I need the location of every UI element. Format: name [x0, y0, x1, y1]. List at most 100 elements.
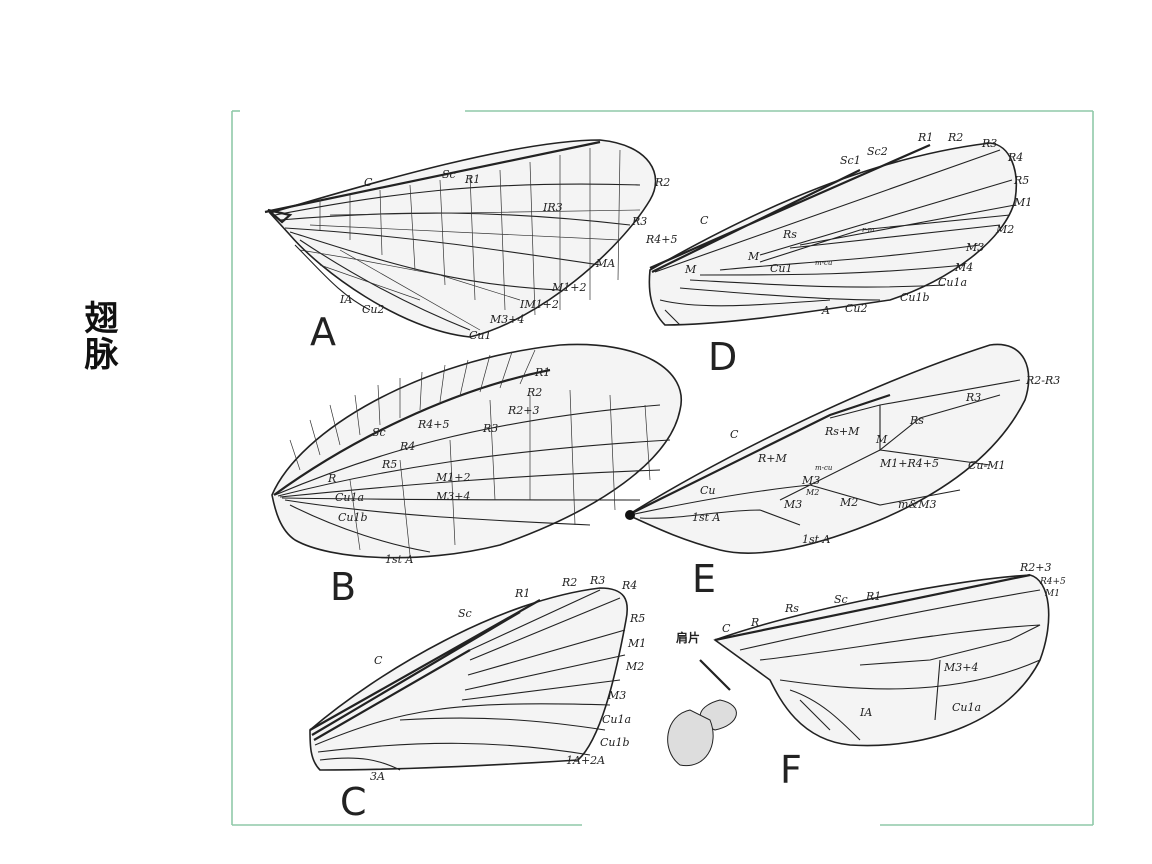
vein-label: Sc — [372, 426, 386, 439]
wing-b — [271, 343, 683, 559]
vein-label: R3 — [482, 422, 498, 435]
vein-label: Rs — [909, 414, 924, 427]
vein-label: R4 — [399, 440, 415, 453]
panel-letter-f: F — [780, 748, 802, 792]
vein-label: R+M — [757, 452, 787, 465]
vein-label: Cu1b — [600, 736, 630, 749]
vein-label: R1 — [865, 590, 881, 603]
vein-label: R1 — [464, 173, 480, 186]
vein-label: Cu — [700, 484, 716, 497]
wing-a-labels: C Sc R1 R2 IR3 R3 R4+5 MA M1+2 IM1+2 M3+… — [339, 168, 678, 342]
vein-label: R2 — [526, 386, 542, 399]
vein-label: C — [722, 622, 731, 635]
wing-a — [264, 139, 657, 338]
figure-frame — [231, 110, 1094, 826]
wing-c-labels: Sc R1 R2 R3 R4 R5 M1 M2 M3 Cu1a Cu1b 1A+… — [370, 574, 646, 783]
vein-label: Rs+M — [824, 425, 860, 438]
vein-label: m-cu — [815, 259, 833, 267]
vein-label: M3+4 — [489, 313, 524, 326]
vein-label: C — [700, 214, 709, 227]
vein-label: R5 — [381, 458, 397, 471]
wing-e-labels: C R+M Rs+M M Rs R3 R2-R3 M1+R4+5 Cu-M1 m… — [692, 374, 1060, 546]
vein-label: M2 — [995, 223, 1014, 236]
vein-label: IA — [859, 706, 872, 719]
vein-label: M3 — [607, 689, 626, 702]
vein-label: R3 — [981, 137, 997, 150]
vein-label: M2 — [839, 496, 858, 509]
vein-label: R1 — [917, 131, 933, 144]
vein-label: M4 — [954, 261, 973, 274]
vein-label: MA — [595, 257, 615, 270]
wing-e — [625, 343, 1030, 554]
vein-label: A — [821, 304, 830, 317]
vein-label: R3 — [631, 215, 647, 228]
vein-label: R4 — [621, 579, 637, 592]
vein-label: R1 — [534, 366, 550, 379]
vein-label: Sc — [834, 593, 848, 606]
vein-label: Cu2 — [845, 302, 868, 315]
vein-label: R4+5 — [417, 418, 450, 431]
vein-label: M — [875, 433, 888, 446]
vein-label: M1+R4+5 — [879, 457, 939, 470]
vein-label: M3+4 — [943, 661, 978, 674]
vein-label: M1+2 — [551, 281, 586, 294]
vein-label: Cu2 — [362, 303, 385, 316]
vein-label: R5 — [629, 612, 645, 625]
vein-label: M1 — [1044, 589, 1060, 599]
vein-label: 1st A — [692, 511, 721, 524]
vein-label: R1 — [514, 587, 530, 600]
vein-label: r-m — [862, 226, 875, 234]
vein-label: R4+5 — [1039, 577, 1066, 587]
vein-label: C — [374, 654, 383, 667]
vein-label: Cu1b — [338, 511, 368, 524]
panel-letter-a: A — [310, 310, 336, 354]
wing-c — [309, 587, 628, 771]
vein-label: 1st A — [385, 553, 414, 566]
panel-letter-c: C — [340, 780, 367, 824]
vein-label: M1 — [1013, 196, 1032, 209]
slide-title: 翅脉 — [78, 300, 118, 372]
vein-label: R2-R3 — [1025, 374, 1060, 387]
vein-label: 肩片 — [676, 630, 700, 645]
vein-label: M3+4 — [435, 490, 470, 503]
vein-label: m-cu — [815, 464, 833, 472]
vein-label: M3 — [801, 474, 820, 487]
vein-label: Cu1 — [469, 329, 492, 342]
vein-label: R2+3 — [507, 404, 540, 417]
vein-label: Cu1a — [335, 491, 364, 504]
vein-label: 3A — [370, 770, 385, 783]
vein-label: R — [327, 472, 336, 485]
vein-label: C — [730, 428, 739, 441]
vein-label: 1A+2A — [566, 754, 605, 767]
panel-letter-b: B — [330, 565, 356, 609]
vein-label: M3 — [783, 498, 802, 511]
vein-label: R3 — [965, 391, 981, 404]
vein-label: R4 — [1007, 151, 1023, 164]
wing-f — [667, 573, 1050, 767]
vein-label: R2 — [654, 176, 670, 189]
vein-label: C — [364, 176, 373, 189]
wing-f-labels: R2+3 R4+5 M1 Sc R1 Rs R C 肩片 M3+4 IA Cu1… — [676, 561, 1066, 719]
vein-label: M2 — [805, 488, 819, 497]
vein-label: Rs — [782, 228, 797, 241]
vein-label: Cu1a — [938, 276, 967, 289]
wing-d-labels: C Sc1 Sc2 R1 R2 R3 R4 R5 M1 M2 M3 M4 Cu1… — [684, 131, 1032, 317]
vein-label: IA — [339, 293, 352, 306]
vein-label: Cu1b — [900, 291, 930, 304]
vein-label: Sc2 — [867, 145, 888, 158]
vein-label: Cu1a — [602, 713, 631, 726]
vein-label: M1+2 — [435, 471, 470, 484]
vein-label: R3 — [589, 574, 605, 587]
panel-letters: A B C D E F — [310, 310, 802, 824]
vein-label: R — [750, 616, 759, 629]
wing-b-labels: R1 R2 R2+3 R3 R4+5 Sc R4 R5 R M1+2 M3+4 … — [327, 366, 550, 566]
vein-label: Sc — [458, 607, 472, 620]
vein-label: R2 — [947, 131, 963, 144]
panel-letter-e: E — [692, 557, 716, 601]
vein-label: Cu1a — [952, 701, 981, 714]
vein-label: R2+3 — [1019, 561, 1052, 574]
vein-label: M3 — [965, 241, 984, 254]
vein-label: IM1+2 — [519, 298, 559, 311]
vein-label: IR3 — [542, 201, 563, 214]
